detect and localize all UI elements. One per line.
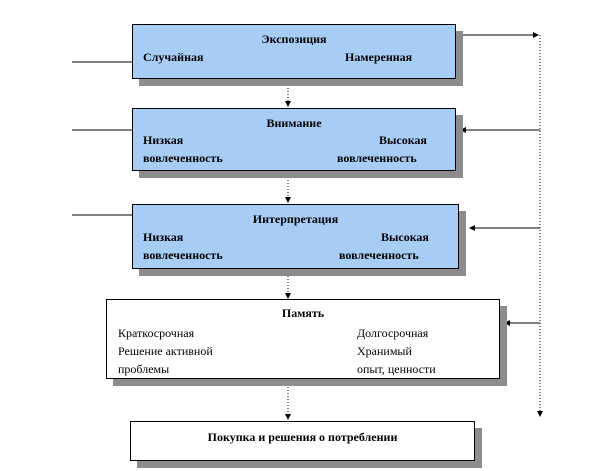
interpretation-left-line1: Низкая [143, 230, 184, 244]
purchase-stage: Покупка и решения о потреблении [130, 421, 475, 461]
interpretation-title: Интерпретация [252, 212, 339, 226]
attention-stage: Внимание Низкая вовлеченность Высокая во… [132, 108, 456, 171]
interpretation-left-line2: вовлеченность [143, 248, 223, 262]
interpretation-right-line1: Высокая [381, 230, 429, 244]
memory-right-line2: Хранимый [357, 344, 412, 358]
memory-left-line1: Краткосрочная [118, 326, 195, 340]
attention-right-line2: вовлеченность [337, 151, 417, 165]
exposure-stage: Экспозиция Случайная Намеренная [132, 24, 456, 79]
attention-title: Внимание [266, 116, 322, 130]
memory-left-line3: проблемы [118, 362, 170, 376]
interpretation-stage: Интерпретация Низкая вовлеченность Высок… [132, 204, 459, 269]
attention-right-line1: Высокая [379, 133, 427, 147]
exposure-title: Экспозиция [261, 32, 327, 46]
memory-right-line1: Долгосрочная [357, 326, 429, 340]
memory-title: Память [281, 306, 325, 320]
memory-stage: Память Краткосрочная Решение активной пр… [106, 299, 500, 379]
exposure-right-label: Намеренная [345, 50, 413, 64]
interpretation-right-line2: вовлеченность [339, 248, 419, 262]
attention-left-line2: вовлеченность [143, 151, 223, 165]
memory-left-line2: Решение активной [118, 344, 213, 358]
memory-right-line3: опыт, ценности [357, 362, 436, 376]
attention-left-line1: Низкая [143, 133, 184, 147]
exposure-left-label: Случайная [143, 50, 204, 64]
purchase-title: Покупка и решения о потреблении [207, 430, 398, 444]
